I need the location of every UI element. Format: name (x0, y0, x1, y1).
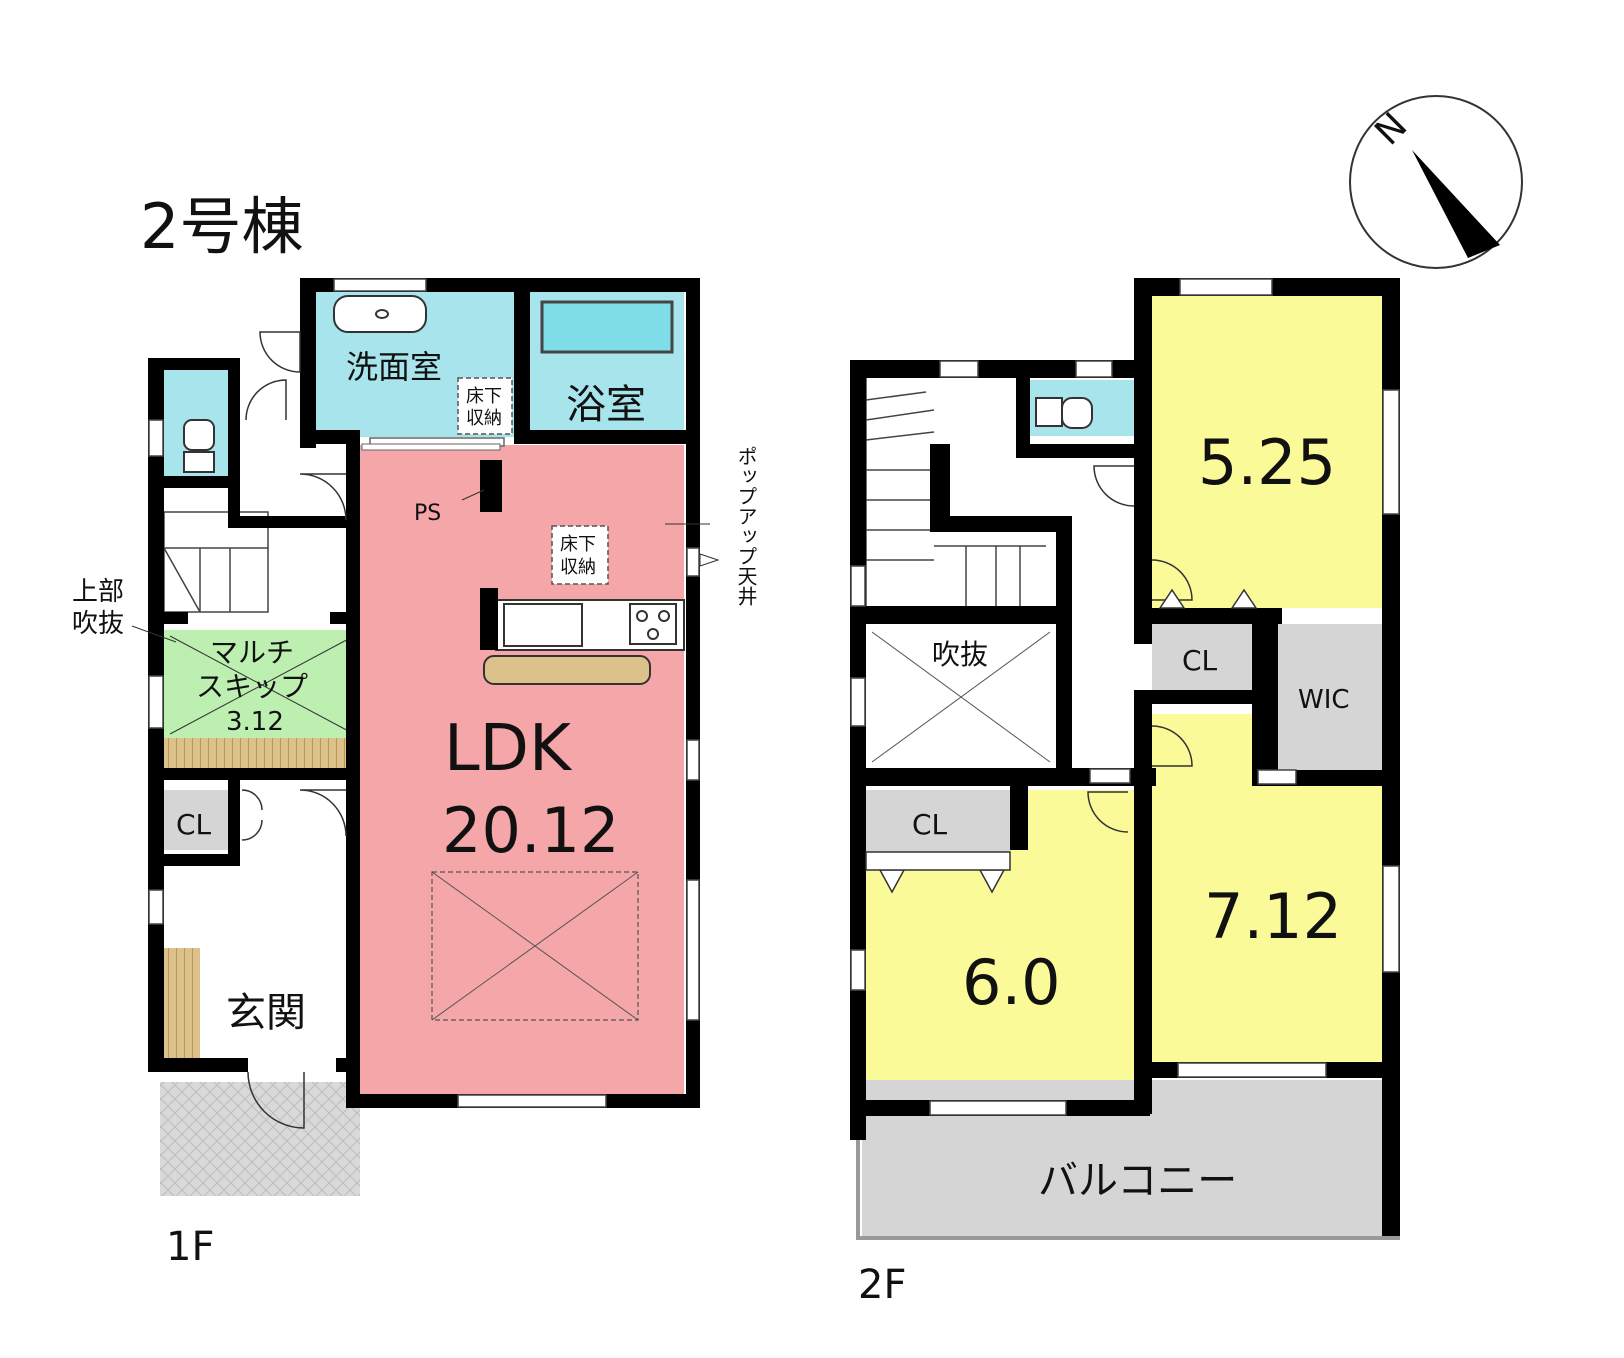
bedroom-712-label: 7.12 (1204, 880, 1342, 953)
popup-ceiling-box (431, 871, 639, 1021)
skip-step (164, 738, 354, 768)
underfloor-1-line1: 床下 (466, 386, 502, 407)
closet-2f-b-floor (866, 790, 1010, 852)
wic-floor (1278, 624, 1382, 770)
upper-void-line2: 吹抜 (72, 609, 124, 639)
underfloor-1-line2: 収納 (466, 408, 502, 429)
bedroom-525-floor (1152, 296, 1382, 608)
closet-1f-floor (164, 790, 234, 850)
closet-2f-a-label: CL (1182, 644, 1218, 677)
kitchen-sink (503, 603, 583, 647)
ldk-name: LDK (444, 712, 573, 786)
void-label: 吹抜 (932, 638, 988, 671)
stairs-1f (163, 511, 269, 613)
windows-2f (850, 278, 1400, 1116)
closet-door-icons (865, 588, 1258, 894)
entrance-label: 玄関 (226, 990, 306, 1036)
underfloor-2-line2: 収納 (560, 557, 596, 578)
ps-label: PS (414, 501, 441, 526)
floor-1-label: 1F (166, 1224, 214, 1270)
upper-void-line1: 上部 (72, 577, 124, 607)
bathroom-label: 浴室 (566, 382, 646, 428)
ldk-size: 20.12 (442, 794, 620, 867)
doors-1f (241, 331, 347, 1129)
windows-1f (148, 278, 700, 1108)
bedroom-60-label: 6.0 (962, 946, 1061, 1019)
balcony-label: バルコニー (1038, 1158, 1237, 1204)
floor-2-label: 2F (858, 1262, 906, 1308)
floor-1: 洗面室 浴室 床下 収納 床下 収納 PS ポップアップ天井 LDK 20.12… (72, 278, 758, 1270)
compass: N (1349, 95, 1523, 269)
toilet-2f-icon (1035, 397, 1063, 427)
underfloor-storage-2 (551, 525, 609, 585)
popup-ceiling-label: ポップアップ天井 (734, 446, 758, 606)
balcony-rail (856, 1236, 1400, 1240)
toilet-icon (183, 419, 215, 451)
wash-basin (333, 295, 427, 333)
bedroom-525-label: 5.25 (1198, 426, 1336, 499)
wic-label: WIC (1298, 685, 1350, 715)
multi-skip-size: 3.12 (226, 707, 284, 737)
multi-skip-line2: スキップ (196, 670, 308, 703)
porch (160, 1082, 360, 1196)
bathtub (540, 300, 674, 354)
washroom-label: 洗面室 (346, 348, 442, 386)
multi-skip-void-x2 (169, 635, 355, 735)
doors-2f (1087, 465, 1193, 833)
closet-2f-b-label: CL (912, 808, 948, 841)
ldk-floor (360, 445, 684, 1100)
underfloor-2-line1: 床下 (560, 534, 596, 555)
building-title: 2号棟 (140, 190, 303, 263)
underfloor-storage-1 (457, 377, 513, 435)
closet-1f-label: CL (176, 808, 212, 841)
floor-2: 5.25 CL WIC 吹抜 CL 7.12 6.0 バルコニー 2F (850, 278, 1400, 1308)
multi-skip-line1: マルチ (210, 636, 294, 669)
closet-2f-a-floor (1152, 624, 1252, 690)
entrance-step (164, 948, 200, 1058)
cooktop-icon (629, 603, 677, 645)
compass-needle-icon (1412, 150, 1500, 258)
kitchen-island (483, 655, 651, 685)
